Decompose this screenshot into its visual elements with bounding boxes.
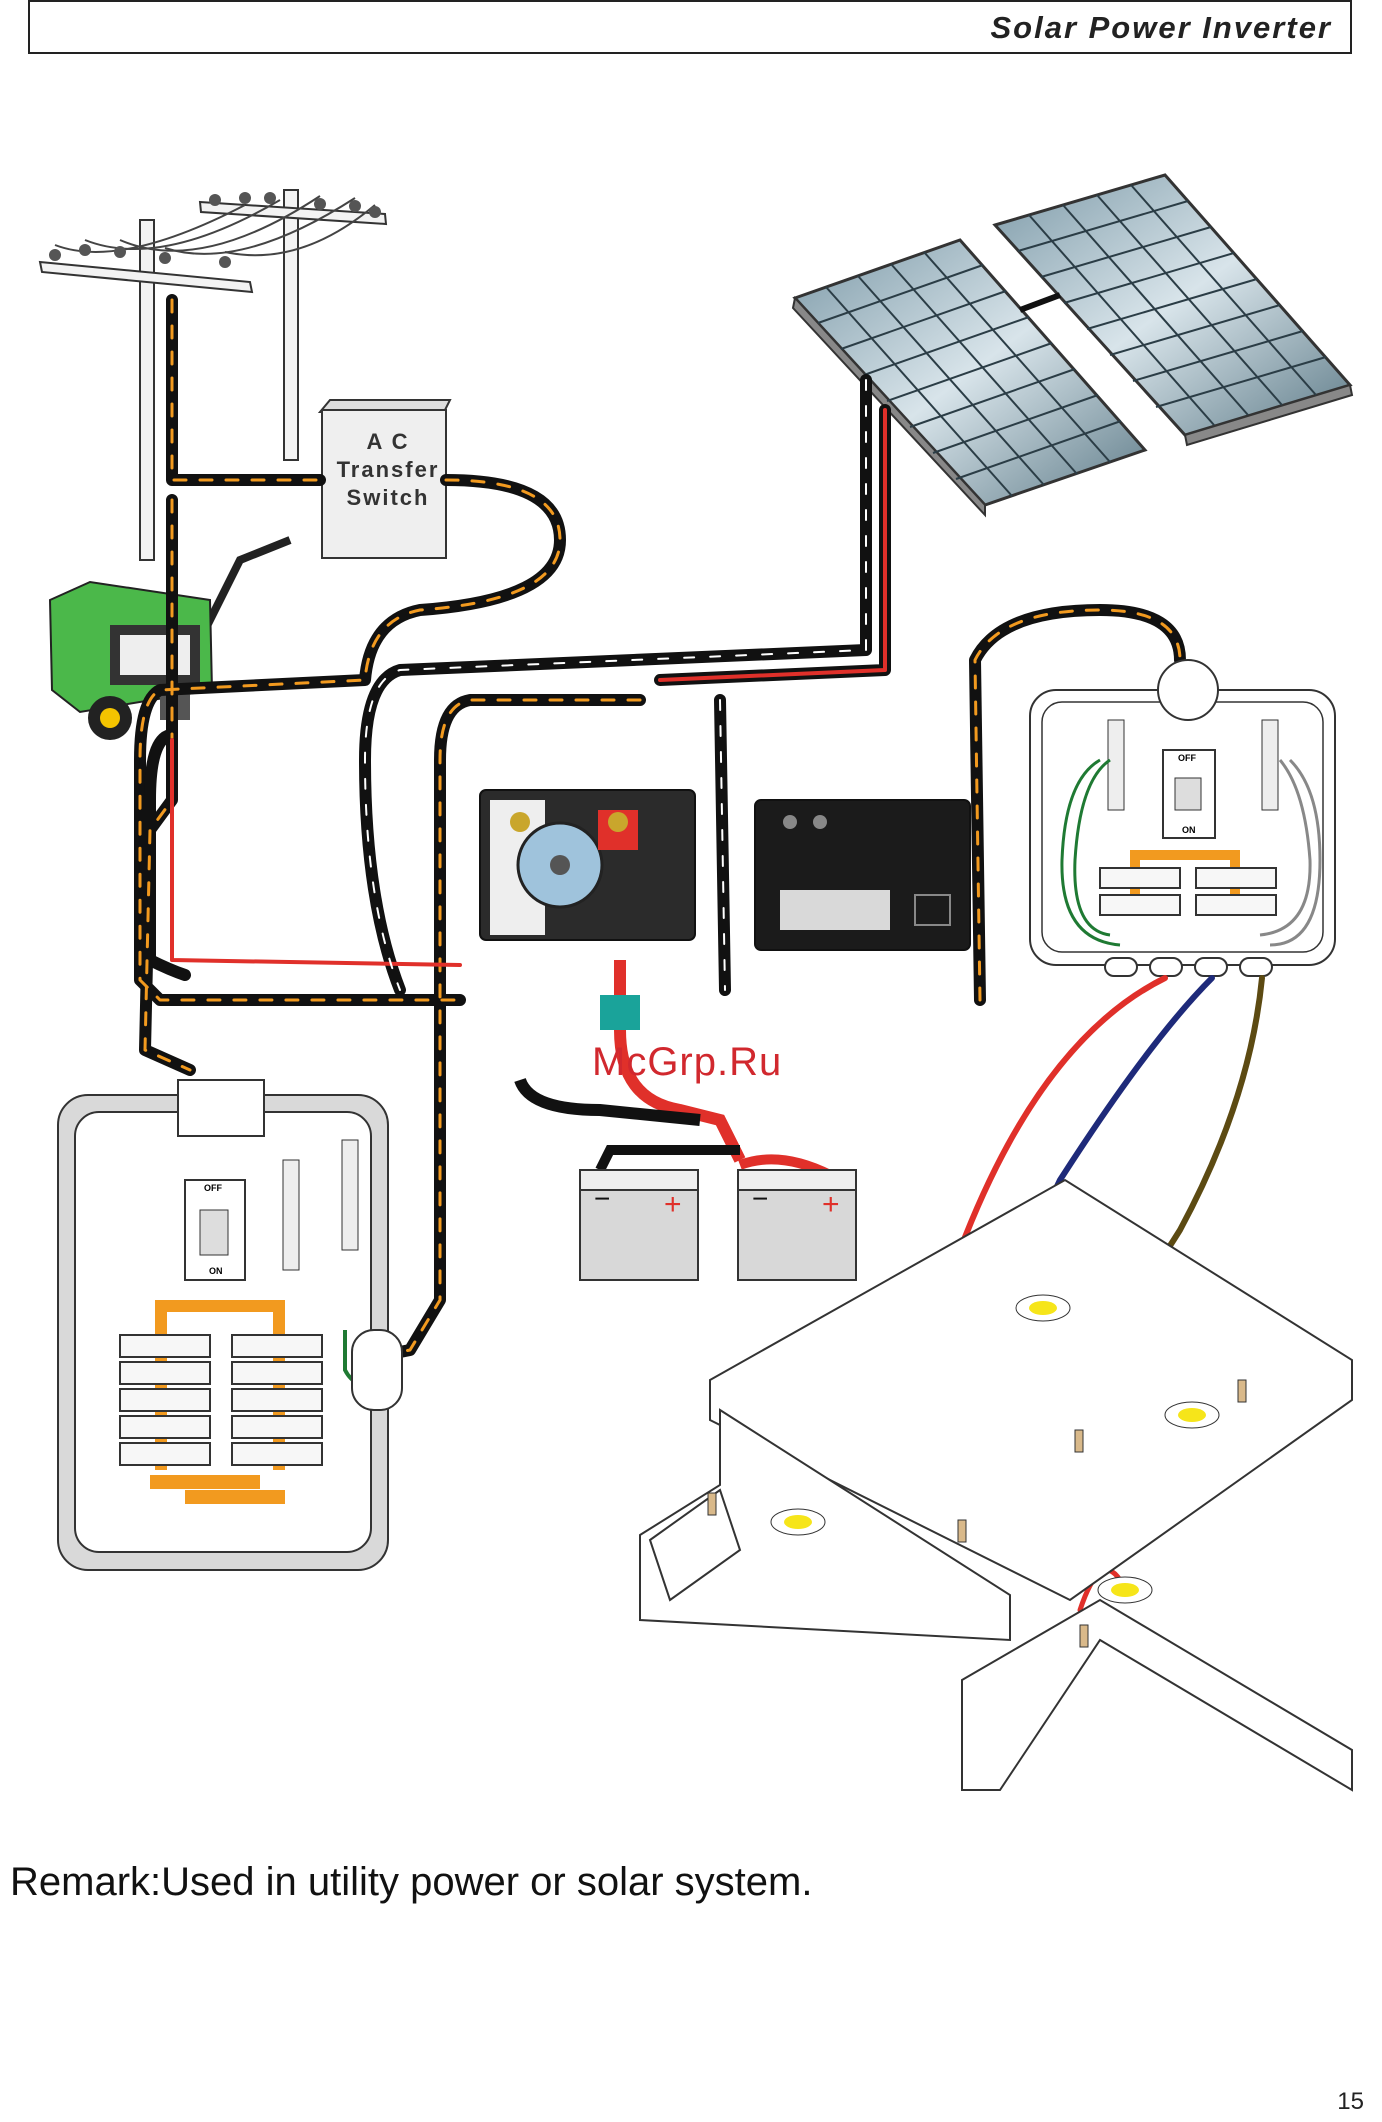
main-service-panel xyxy=(58,1080,402,1570)
remark-text: Remark:Used in utility power or solar sy… xyxy=(10,1860,812,1905)
sub-panel-breaker-on-label: ON xyxy=(1182,825,1196,835)
ats-label-line2: Transfer xyxy=(326,456,450,484)
watermark: McGrp.Ru xyxy=(592,1040,782,1085)
svg-text:+: + xyxy=(664,1188,682,1221)
solar-panels xyxy=(793,175,1352,515)
svg-text:+: + xyxy=(822,1188,840,1221)
ac-transfer-switch-label: A C Transfer Switch xyxy=(326,428,450,512)
ats-label-line3: Switch xyxy=(326,484,450,512)
main-panel-breaker-off-label: OFF xyxy=(204,1183,222,1193)
svg-text:−: − xyxy=(752,1183,768,1214)
svg-text:−: − xyxy=(594,1183,610,1214)
sub-panel xyxy=(1030,660,1335,976)
charge-controller xyxy=(755,800,970,950)
inverter-unit xyxy=(480,790,695,940)
ats-label-line1: A C xyxy=(326,428,450,456)
solar-system-wiring-diagram: − + − + xyxy=(0,0,1382,1840)
main-panel-breaker-on-label: ON xyxy=(209,1266,223,1276)
sub-panel-breaker-off-label: OFF xyxy=(1178,753,1196,763)
batteries: − + − + xyxy=(580,1170,856,1280)
page-number: 15 xyxy=(1337,2088,1364,2116)
